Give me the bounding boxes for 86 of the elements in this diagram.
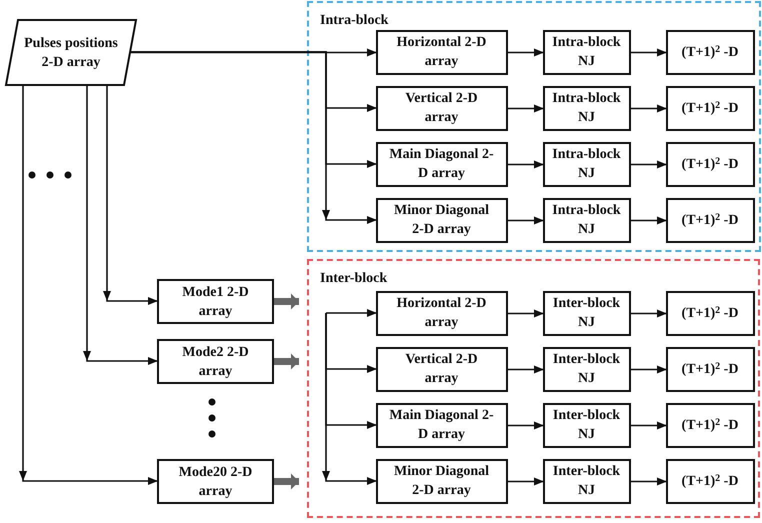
node-label: Minor Diagonal 2-D array (392, 202, 490, 239)
process-box (542, 30, 630, 74)
process-box (542, 86, 630, 130)
arrow (508, 48, 544, 56)
node-label: Inter-block NJ (552, 351, 622, 388)
arrow (325, 313, 377, 485)
process-box (157, 279, 274, 324)
process-box (376, 30, 508, 74)
node-label: (T+1)$^{2}$ -D (682, 154, 738, 174)
node-label: Intra-block NJ (551, 90, 622, 127)
arrow (326, 309, 377, 317)
arrow (86, 86, 158, 365)
process-box (376, 346, 508, 392)
result-box (666, 402, 754, 448)
arrow (631, 48, 667, 56)
node-label: Horizontal 2-D array (396, 34, 488, 71)
node-label: Vertical 2-D array (404, 90, 479, 127)
node-label: (T+1)$^{2}$ -D (682, 304, 738, 322)
result-box (666, 346, 754, 392)
arrow (130, 51, 377, 224)
thick-arrow (274, 294, 299, 310)
arrow (631, 104, 667, 112)
node-label: Mode1 2-D array (181, 284, 250, 320)
process-box (157, 459, 274, 504)
result-box (666, 198, 754, 242)
process-box (157, 339, 274, 384)
process-box (542, 458, 630, 504)
dashed-group-frame (307, 1, 761, 252)
arrow (631, 478, 667, 486)
node-label: (T+1)$^{2}$ -D (682, 416, 738, 434)
process-box (542, 402, 630, 448)
process-box (376, 402, 508, 448)
process-box (542, 290, 630, 336)
node-label: (T+1)$^{2}$ -D (682, 98, 738, 118)
node-label: Pulses positions 2-D array (23, 34, 119, 72)
node-label: (T+1)$^{2}$ -D (682, 360, 738, 378)
node-label: (T+1)$^{2}$ -D (682, 472, 738, 490)
process-box (376, 458, 508, 504)
process-box (542, 198, 630, 242)
arrow (631, 310, 667, 318)
result-box (666, 30, 754, 74)
arrow (508, 160, 544, 168)
arrow (631, 366, 667, 374)
node-label: Mode2 2-D array (181, 344, 250, 380)
arrow (22, 86, 158, 485)
node-label: Intra-block NJ (551, 34, 622, 71)
arrow (631, 160, 667, 168)
thick-arrow (274, 354, 299, 370)
node-label: Mode20 2-D array (178, 464, 254, 500)
result-box (666, 86, 754, 130)
arrow (508, 104, 544, 112)
node-label: Inter-block NJ (552, 407, 622, 444)
node-label: Inter-block NJ (552, 295, 622, 332)
thick-arrow (274, 474, 299, 490)
node-label: Intra-block NJ (551, 202, 622, 239)
process-box (542, 346, 630, 392)
node-label: Minor Diagonal 2-D array (392, 463, 490, 500)
process-box (376, 86, 508, 130)
group-title: Intra-block (320, 12, 388, 30)
node-label: Inter-block NJ (552, 463, 622, 500)
node-label: (T+1)$^{2}$ -D (682, 42, 738, 62)
arrow (508, 310, 544, 318)
data-parallelogram (5, 19, 137, 86)
node-label: Main Diagonal 2-D array (388, 407, 495, 444)
arrow (508, 366, 544, 374)
arrow (631, 216, 667, 224)
node-label: Vertical 2-D array (404, 351, 479, 388)
process-box (542, 142, 630, 186)
process-box (376, 142, 508, 186)
arrow (631, 422, 667, 430)
node-label: Main Diagonal 2-D array (388, 146, 495, 183)
result-box (666, 290, 754, 336)
arrow (508, 216, 544, 224)
arrow (508, 422, 544, 430)
node-label: (T+1)$^{2}$ -D (682, 210, 738, 230)
arrow (130, 48, 377, 56)
dashed-group-frame (307, 259, 760, 518)
group-title: Inter-block (320, 270, 388, 288)
arrow (508, 478, 544, 486)
node-label: Horizontal 2-D array (396, 295, 488, 332)
process-box (376, 198, 508, 242)
arrow (106, 86, 158, 305)
process-box (376, 290, 508, 336)
result-box (666, 142, 754, 186)
result-box (666, 458, 754, 504)
node-label: Intra-block NJ (551, 146, 622, 183)
